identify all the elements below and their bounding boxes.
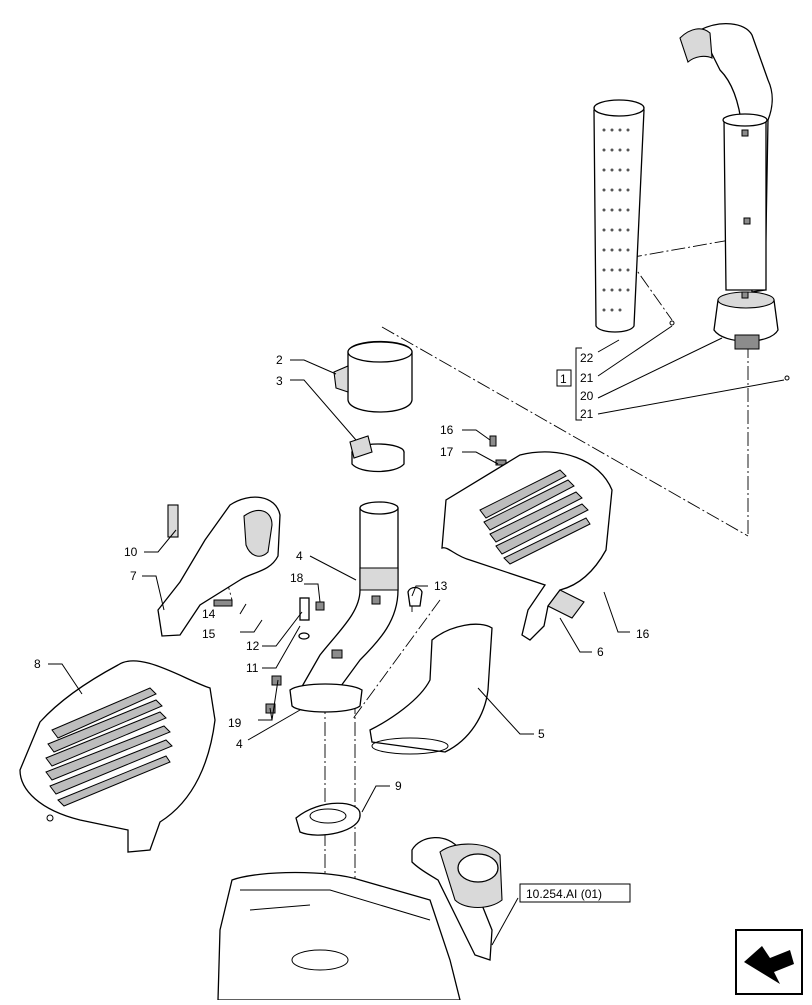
callout-5: 5 — [538, 727, 545, 741]
perforated-tube — [593, 99, 790, 381]
next-page-arrow-icon[interactable] — [735, 929, 803, 995]
callout-8: 8 — [34, 657, 41, 671]
callout-labels: 2 3 4 4 5 6 7 8 9 10 11 12 13 14 15 16 1… — [34, 351, 650, 793]
callout-2: 2 — [276, 353, 283, 367]
grille-slots-right — [479, 469, 591, 565]
callout-3: 3 — [276, 374, 283, 388]
callout-12: 12 — [246, 639, 260, 653]
left-small-shroud — [157, 496, 281, 637]
callout-18: 18 — [290, 571, 304, 585]
callout-9: 9 — [395, 779, 402, 793]
callout-13: 13 — [434, 579, 448, 593]
callout-20: 20 — [580, 389, 594, 403]
callout-22: 22 — [580, 351, 594, 365]
callout-7: 7 — [130, 569, 137, 583]
assembly-bracket — [556, 325, 785, 421]
callout-21-upper: 21 — [580, 371, 594, 385]
callout-4-top: 4 — [296, 549, 303, 563]
callout-10: 10 — [124, 545, 138, 559]
callout-17: 17 — [440, 445, 454, 459]
callout-11: 11 — [246, 661, 259, 675]
clamp-band — [333, 340, 413, 413]
leader-lines — [48, 359, 630, 946]
reference-link[interactable]: 10.254.AI (01) — [519, 883, 631, 903]
callout-21-lower: 21 — [580, 407, 594, 421]
gasket — [295, 802, 361, 836]
callout-14: 14 — [202, 607, 216, 621]
callout-16-right: 16 — [636, 627, 650, 641]
callout-19: 19 — [228, 716, 242, 730]
left-grille-cover — [19, 660, 216, 853]
callout-16-top: 16 — [440, 423, 454, 437]
grille-slots-left — [45, 687, 173, 807]
reference-label[interactable]: 10.254.AI (01) — [526, 887, 602, 901]
callout-4-bottom: 4 — [236, 737, 243, 751]
exhaust-stack — [679, 23, 779, 350]
callout-1: 1 — [560, 372, 567, 386]
muffler-housing — [217, 837, 503, 1001]
callout-15: 15 — [202, 627, 216, 641]
elbow-pipe — [289, 501, 399, 713]
right-grille-cover — [441, 451, 613, 641]
right-small-shroud — [369, 623, 493, 755]
callout-6: 6 — [597, 645, 604, 659]
hose-clamp — [349, 435, 405, 473]
